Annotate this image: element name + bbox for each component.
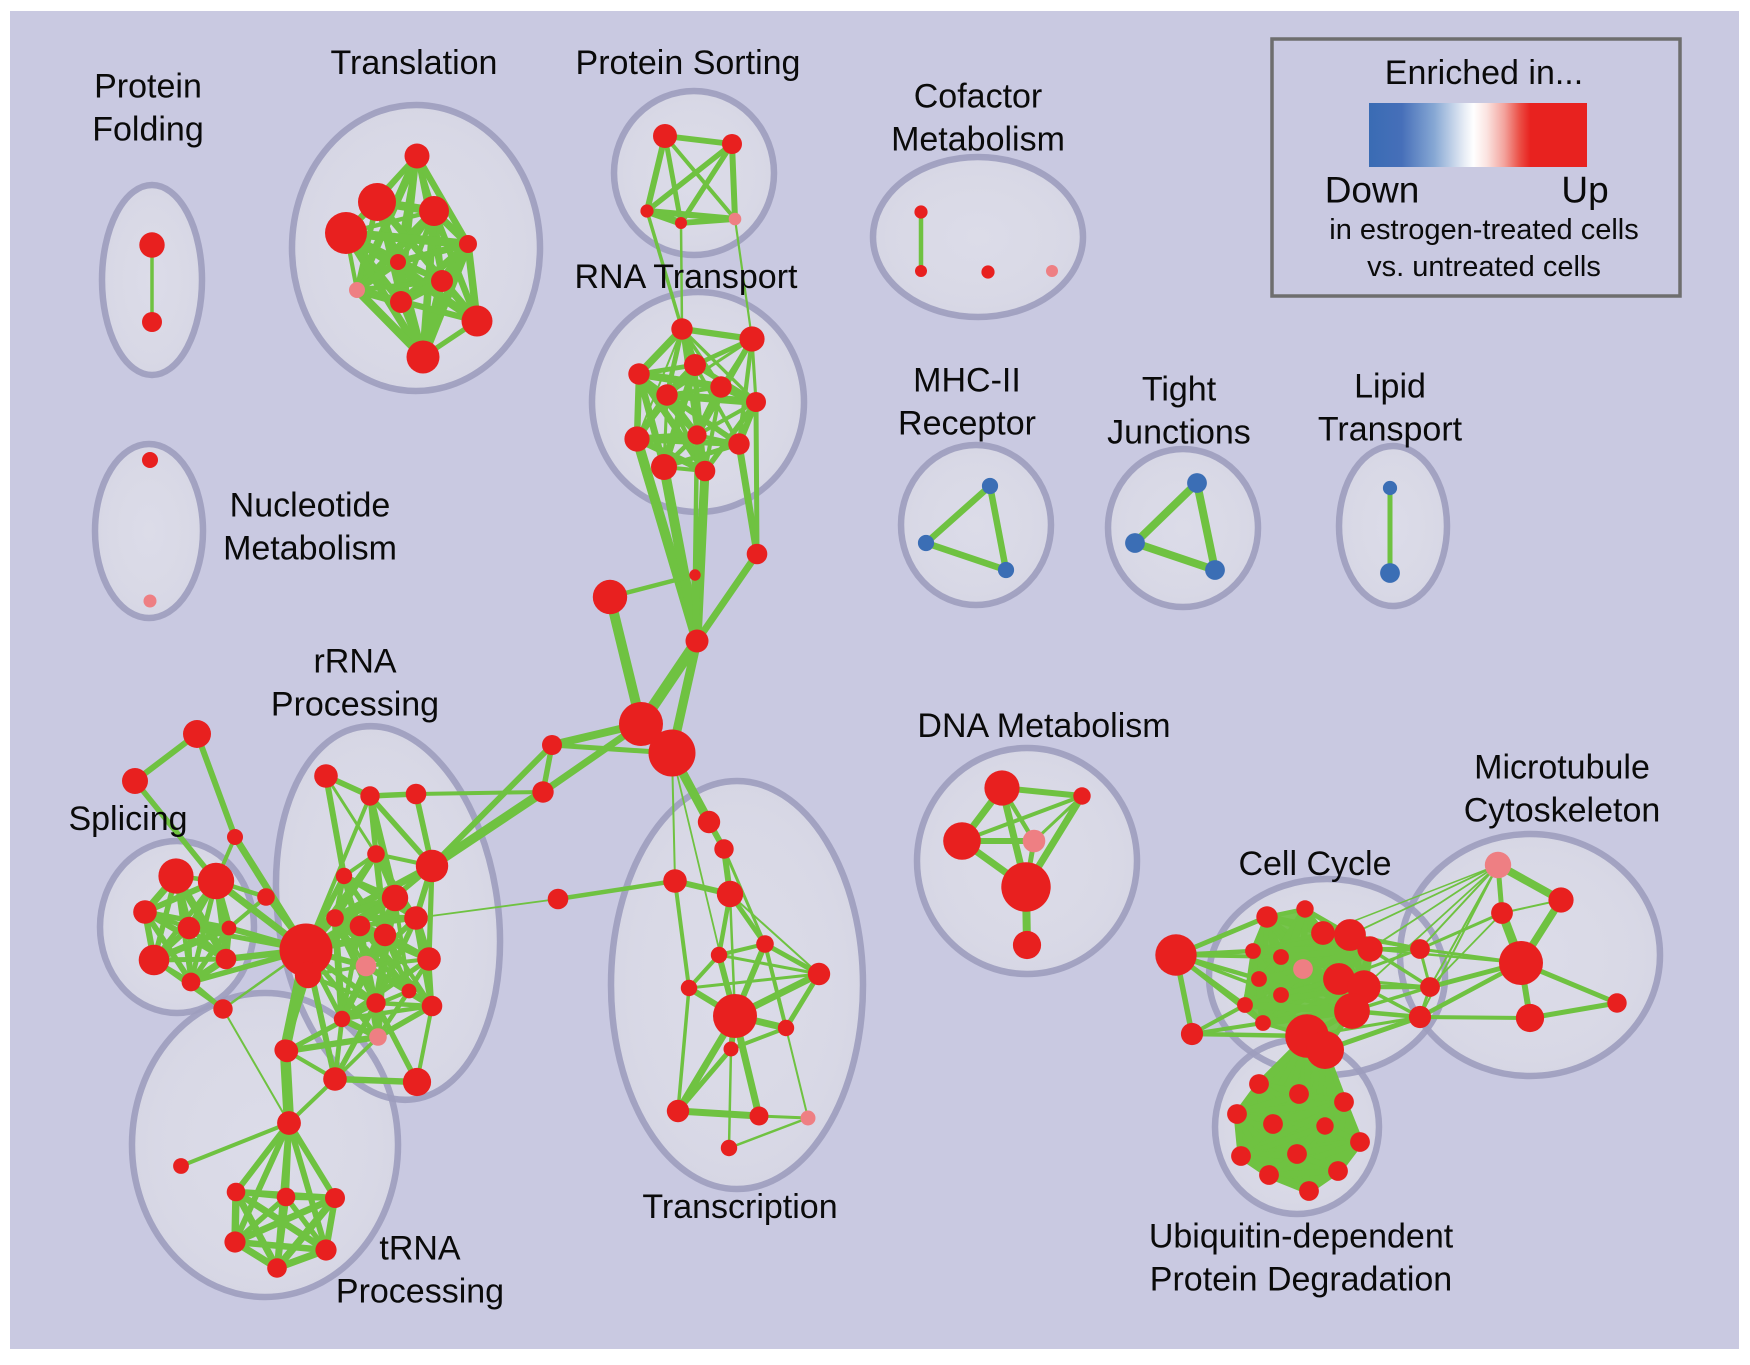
svg-text:rRNA: rRNA bbox=[313, 643, 396, 681]
svg-text:Up: Up bbox=[1561, 170, 1608, 211]
svg-text:Transport: Transport bbox=[1318, 410, 1463, 448]
svg-text:DNA Metabolism: DNA Metabolism bbox=[917, 707, 1170, 745]
svg-text:Processing: Processing bbox=[336, 1272, 504, 1310]
svg-text:in estrogen-treated cells: in estrogen-treated cells bbox=[1329, 214, 1639, 246]
svg-text:Protein Degradation: Protein Degradation bbox=[1150, 1260, 1452, 1298]
svg-text:Folding: Folding bbox=[92, 110, 204, 148]
svg-text:Cell Cycle: Cell Cycle bbox=[1238, 845, 1391, 883]
svg-text:MHC-II: MHC-II bbox=[913, 362, 1021, 400]
svg-text:Microtubule: Microtubule bbox=[1474, 749, 1650, 787]
svg-text:Transcription: Transcription bbox=[642, 1188, 837, 1226]
svg-text:Metabolism: Metabolism bbox=[223, 529, 397, 567]
svg-text:Tight: Tight bbox=[1142, 371, 1217, 409]
svg-text:Metabolism: Metabolism bbox=[891, 120, 1065, 158]
svg-text:Receptor: Receptor bbox=[898, 404, 1036, 442]
svg-text:Processing: Processing bbox=[271, 685, 439, 723]
svg-text:Junctions: Junctions bbox=[1107, 413, 1251, 451]
svg-text:RNA Transport: RNA Transport bbox=[575, 258, 799, 296]
svg-text:Down: Down bbox=[1325, 170, 1420, 211]
svg-text:Splicing: Splicing bbox=[68, 800, 187, 838]
svg-text:Cytoskeleton: Cytoskeleton bbox=[1464, 791, 1661, 829]
svg-text:Enriched in...: Enriched in... bbox=[1385, 54, 1583, 92]
svg-text:Translation: Translation bbox=[331, 44, 498, 82]
svg-text:Protein Sorting: Protein Sorting bbox=[576, 44, 801, 82]
svg-text:Lipid: Lipid bbox=[1354, 368, 1426, 406]
svg-text:tRNA: tRNA bbox=[379, 1230, 461, 1268]
svg-text:Ubiquitin-dependent: Ubiquitin-dependent bbox=[1149, 1218, 1454, 1256]
svg-text:Protein: Protein bbox=[94, 68, 202, 106]
svg-text:Cofactor: Cofactor bbox=[914, 78, 1043, 116]
svg-text:Nucleotide: Nucleotide bbox=[230, 487, 391, 525]
svg-text:vs. untreated cells: vs. untreated cells bbox=[1367, 251, 1601, 283]
